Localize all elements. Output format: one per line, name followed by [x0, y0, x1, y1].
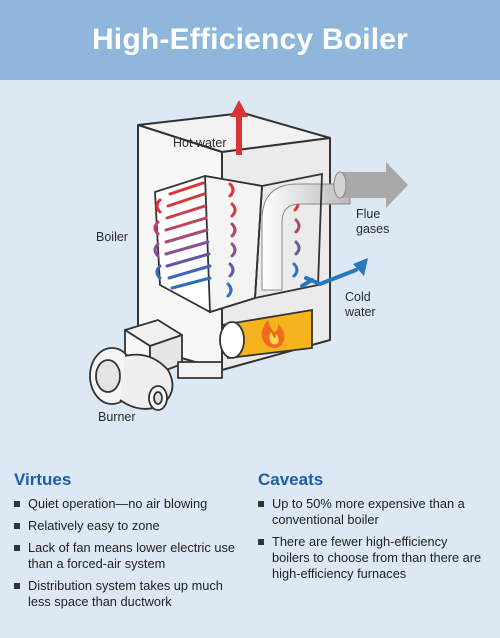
caveats-list: Up to 50% more expensive than a conventi…: [258, 496, 486, 582]
label-boiler: Boiler: [96, 230, 128, 244]
label-burner: Burner: [98, 410, 136, 424]
boiler-diagram: Hot water Boiler Flue gases Cold water B…: [0, 80, 500, 465]
burner-unit: [89, 319, 223, 411]
heat-exchanger: [153, 172, 351, 314]
title-banner: High-Efficiency Boiler: [0, 0, 500, 80]
caveats-heading: Caveats: [258, 470, 324, 489]
burner-chamber: [219, 308, 313, 359]
pros-cons: Virtues Quiet operation—no air blowing R…: [0, 470, 500, 638]
list-item: Relatively easy to zone: [14, 518, 244, 534]
label-flue-gases: Flue gases: [356, 207, 390, 236]
list-item: Quiet operation—no air blowing: [14, 496, 244, 512]
boiler-illustration: [89, 100, 408, 411]
cold-water-arrow-head: [353, 258, 368, 276]
virtues-list: Quiet operation—no air blowing Relativel…: [14, 496, 244, 610]
hot-water-arrow: [230, 100, 248, 155]
label-cold-water: Cold water: [345, 290, 376, 319]
list-item: There are fewer high-efficiency boilers …: [258, 534, 486, 582]
cold-water-pipe: [300, 268, 358, 288]
list-item: Lack of fan means lower electric use tha…: [14, 540, 244, 572]
page-title: High-Efficiency Boiler: [91, 23, 409, 56]
flue-arrow: [333, 162, 408, 208]
caveats-column: Caveats Up to 50% more expensive than a …: [258, 470, 486, 588]
list-item: Distribution system takes up much less s…: [14, 578, 244, 610]
heat-exchanger-coils: [164, 181, 212, 290]
coil-ends-left: [153, 198, 162, 280]
label-hot-water: Hot water: [173, 136, 227, 150]
flame-icon: [261, 320, 285, 348]
virtues-column: Virtues Quiet operation—no air blowing R…: [14, 470, 244, 616]
virtues-heading: Virtues: [14, 470, 72, 489]
list-item: Up to 50% more expensive than a conventi…: [258, 496, 486, 528]
